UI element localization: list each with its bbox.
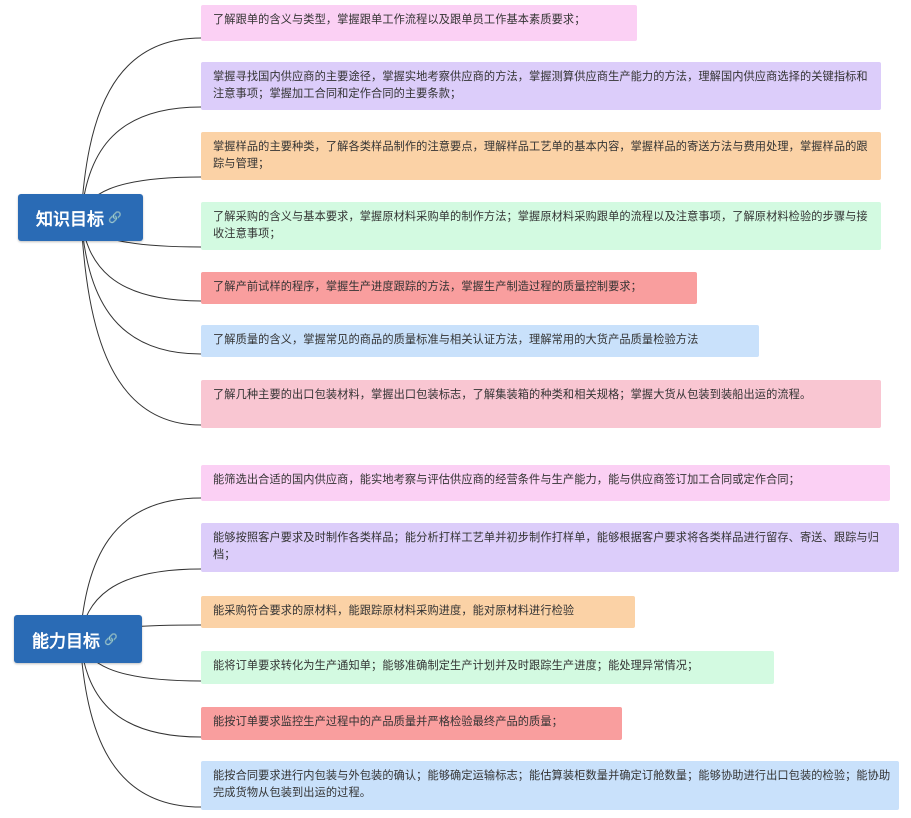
ability-topic-5[interactable]: 能按订单要求监控生产过程中的产品质量并严格检验最终产品的质量； [201,707,622,740]
topic-text: 能按订单要求监控生产过程中的产品质量并严格检验最终产品的质量； [213,715,563,728]
topic-text: 能筛选出合适的国内供应商，能实地考察与评估供应商的经营条件与生产能力，能与供应商… [213,473,800,486]
topic-text: 能够按照客户要求及时制作各类样品；能分析打样工艺单并初步制作打样单，能够根据客户… [213,531,879,561]
root-title: 知识目标 [36,210,104,230]
topic-text: 了解几种主要的出口包装材料，掌握出口包装标志，了解集装箱的种类和相关规格；掌握大… [213,388,812,401]
knowledge-topic-2[interactable]: 掌握寻找国内供应商的主要途径，掌握实地考察供应商的方法，掌握测算供应商生产能力的… [201,62,881,110]
link-icon[interactable]: 🔗 [108,211,122,224]
topic-text: 了解采购的含义与基本要求，掌握原材料采购单的制作方法；掌握原材料采购跟单的流程以… [213,210,868,240]
topic-text: 了解质量的含义，掌握常见的商品的质量标准与相关认证方法，理解常用的大货产品质量检… [213,333,699,346]
connector-line [80,217,202,355]
ability-topic-4[interactable]: 能将订单要求转化为生产通知单；能够准确制定生产计划并及时跟踪生产进度；能处理异常… [201,651,774,684]
topic-text: 能将订单要求转化为生产通知单；能够准确制定生产计划并及时跟踪生产进度；能处理异常… [213,659,699,672]
topic-text: 了解跟单的含义与类型，掌握跟单工作流程以及跟单员工作基本素质要求； [213,13,586,26]
connector-line [80,217,202,426]
knowledge-topic-3[interactable]: 掌握样品的主要种类，了解各类样品制作的注意要点，理解样品工艺单的基本内容，掌握样… [201,132,881,180]
topic-text: 能按合同要求进行内包装与外包装的确认；能够确定运输标志；能估算装柜数量并确定订舱… [213,769,891,799]
ability-topic-1[interactable]: 能筛选出合适的国内供应商，能实地考察与评估供应商的经营条件与生产能力，能与供应商… [201,465,890,501]
knowledge-topic-7[interactable]: 了解几种主要的出口包装材料，掌握出口包装标志，了解集装箱的种类和相关规格；掌握大… [201,380,881,428]
connector-line [80,37,202,218]
connector-line [79,497,202,640]
link-icon[interactable]: 🔗 [104,632,118,646]
root-node-knowledge-goals[interactable]: 知识目标 🔗 [18,194,143,241]
root-title: 能力目标 [32,631,100,652]
knowledge-topic-5[interactable]: 了解产前试样的程序，掌握生产进度跟踪的方法，掌握生产制造过程的质量控制要求； [201,272,697,304]
ability-topic-3[interactable]: 能采购符合要求的原材料，能跟踪原材料采购进度，能对原材料进行检验 [201,596,635,628]
topic-text: 掌握寻找国内供应商的主要途径，掌握实地考察供应商的方法，掌握测算供应商生产能力的… [213,70,868,100]
ability-topic-2[interactable]: 能够按照客户要求及时制作各类样品；能分析打样工艺单并初步制作打样单，能够根据客户… [201,523,899,572]
connector-line [79,638,202,808]
knowledge-topic-6[interactable]: 了解质量的含义，掌握常见的商品的质量标准与相关认证方法，理解常用的大货产品质量检… [201,325,759,357]
root-node-ability-goals[interactable]: 能力目标 🔗 [14,615,142,663]
topic-text: 了解产前试样的程序，掌握生产进度跟踪的方法，掌握生产制造过程的质量控制要求； [213,280,642,293]
topic-text: 掌握样品的主要种类，了解各类样品制作的注意要点，理解样品工艺单的基本内容，掌握样… [213,140,868,170]
ability-topic-6[interactable]: 能按合同要求进行内包装与外包装的确认；能够确定运输标志；能估算装柜数量并确定订舱… [201,761,899,810]
topic-text: 能采购符合要求的原材料，能跟踪原材料采购进度，能对原材料进行检验 [213,604,575,617]
knowledge-topic-4[interactable]: 了解采购的含义与基本要求，掌握原材料采购单的制作方法；掌握原材料采购跟单的流程以… [201,202,881,250]
knowledge-topic-1[interactable]: 了解跟单的含义与类型，掌握跟单工作流程以及跟单员工作基本素质要求； [201,5,637,41]
